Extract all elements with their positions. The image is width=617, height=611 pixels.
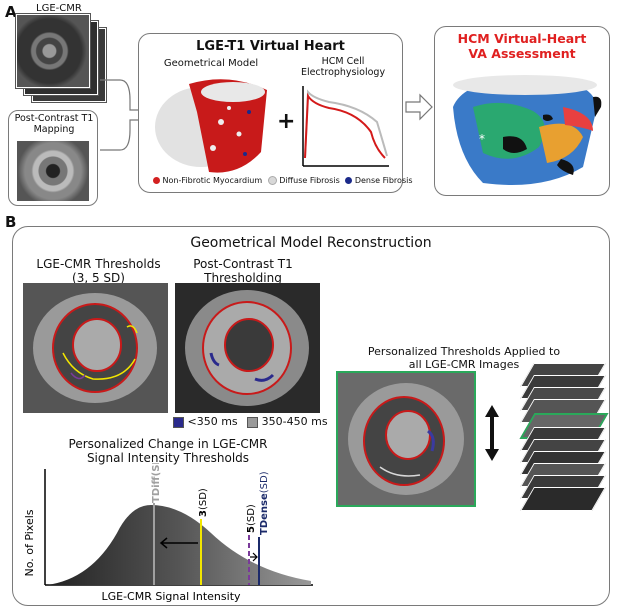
output-arrow <box>405 93 433 121</box>
t1-legend-dark-swatch <box>173 416 184 428</box>
legend-label-diffuse: Diffuse Fibrosis <box>279 176 340 185</box>
legend-dot-diffuse <box>267 176 277 185</box>
va-title-line1: HCM Virtual-Heart <box>457 31 587 46</box>
va-heart-map: * <box>453 75 602 185</box>
histogram-xlabel: LGE-CMR Signal Intensity <box>101 590 241 603</box>
va-assessment-box: HCM Virtual-Heart VA Assessment * <box>434 26 610 196</box>
legend-dot-dense <box>345 177 353 184</box>
t1-legend-dark-label: <350 ms <box>187 415 238 428</box>
t1-legend: <350 ms 350-450 ms <box>173 415 328 428</box>
t1-map-image <box>17 141 89 201</box>
reconstruction-title: Geometrical Model Reconstruction <box>190 235 432 251</box>
action-potential-plot <box>302 86 389 167</box>
lge-threshold-image <box>23 283 168 413</box>
t1-legend-gray-label: 350-450 ms <box>261 415 328 428</box>
legend-label-dense: Dense Fibrosis <box>354 176 413 185</box>
t1-legend-gray-swatch <box>247 416 259 428</box>
virtual-heart-box: LGE-T1 Virtual Heart Geometrical Model H… <box>138 33 413 193</box>
lge-thresholds-line2: (3, 5 SD) <box>72 271 125 285</box>
lge-cmr-stack <box>16 14 106 104</box>
reconstruction-box: Geometrical Model Reconstruction LGE-CMR… <box>12 226 610 606</box>
legend-label-nonfibrotic: Non-Fibrotic Myocardium <box>162 176 263 185</box>
applied-threshold-image <box>336 371 476 507</box>
panel-a-letter: A <box>5 3 17 21</box>
model-legend: Non-Fibrotic Myocardium Diffuse Fibrosis… <box>153 176 413 185</box>
applied-line1: Personalized Thresholds Applied to <box>367 345 561 358</box>
t1-threshold-image <box>175 283 320 413</box>
shift-arrow-right <box>250 552 258 562</box>
histogram-curve <box>47 505 311 585</box>
tdiff-label: TDiff(SD) <box>151 463 162 503</box>
five-sd-label: 5(SD) <box>246 504 257 533</box>
histogram-ylabel: No. of Pixels <box>23 509 36 576</box>
applied-line2: all LGE-CMR Images <box>408 358 520 371</box>
intensity-histogram: No. of Pixels TDiff(SD) 3(SD) 5(SD) TDen… <box>23 463 313 603</box>
cell-ep-label: HCM Cell Electrophysiology <box>300 56 386 78</box>
va-star: * <box>479 132 485 146</box>
plus-sign: + <box>277 109 296 134</box>
panel-b-letter: B <box>5 213 17 231</box>
lge-image-stack <box>507 363 609 513</box>
post-contrast-box: Post-Contrast T1 Mapping <box>8 110 98 206</box>
legend-dot-nonfibrotic <box>153 177 160 184</box>
personalized-change-line2: Signal Intensity Thresholds <box>86 451 250 465</box>
lge-cmr-label: LGE-CMR <box>36 3 82 14</box>
post-contrast-label: Post-Contrast T1 Mapping <box>14 113 94 135</box>
va-title-line2: VA Assessment <box>468 46 576 61</box>
stack-slice-11 <box>520 487 606 511</box>
geometrical-model-label: Geometrical Model <box>163 58 259 69</box>
post-contrast-line2: Thresholding <box>204 271 282 285</box>
lge-cmr-slice-front <box>16 14 90 88</box>
tdense-label: TDense(SD) <box>259 471 270 535</box>
post-contrast-line1: Post-Contrast T1 <box>193 257 293 271</box>
virtual-heart-title: LGE-T1 Virtual Heart <box>196 39 345 54</box>
three-sd-label: 3(SD) <box>198 488 209 517</box>
shift-arrow-left <box>159 537 198 549</box>
double-arrow <box>485 405 499 461</box>
geometrical-heart-model <box>155 79 267 173</box>
lge-thresholds-line1: LGE-CMR Thresholds <box>36 257 161 271</box>
personalized-change-line1: Personalized Change in LGE-CMR <box>68 437 268 451</box>
